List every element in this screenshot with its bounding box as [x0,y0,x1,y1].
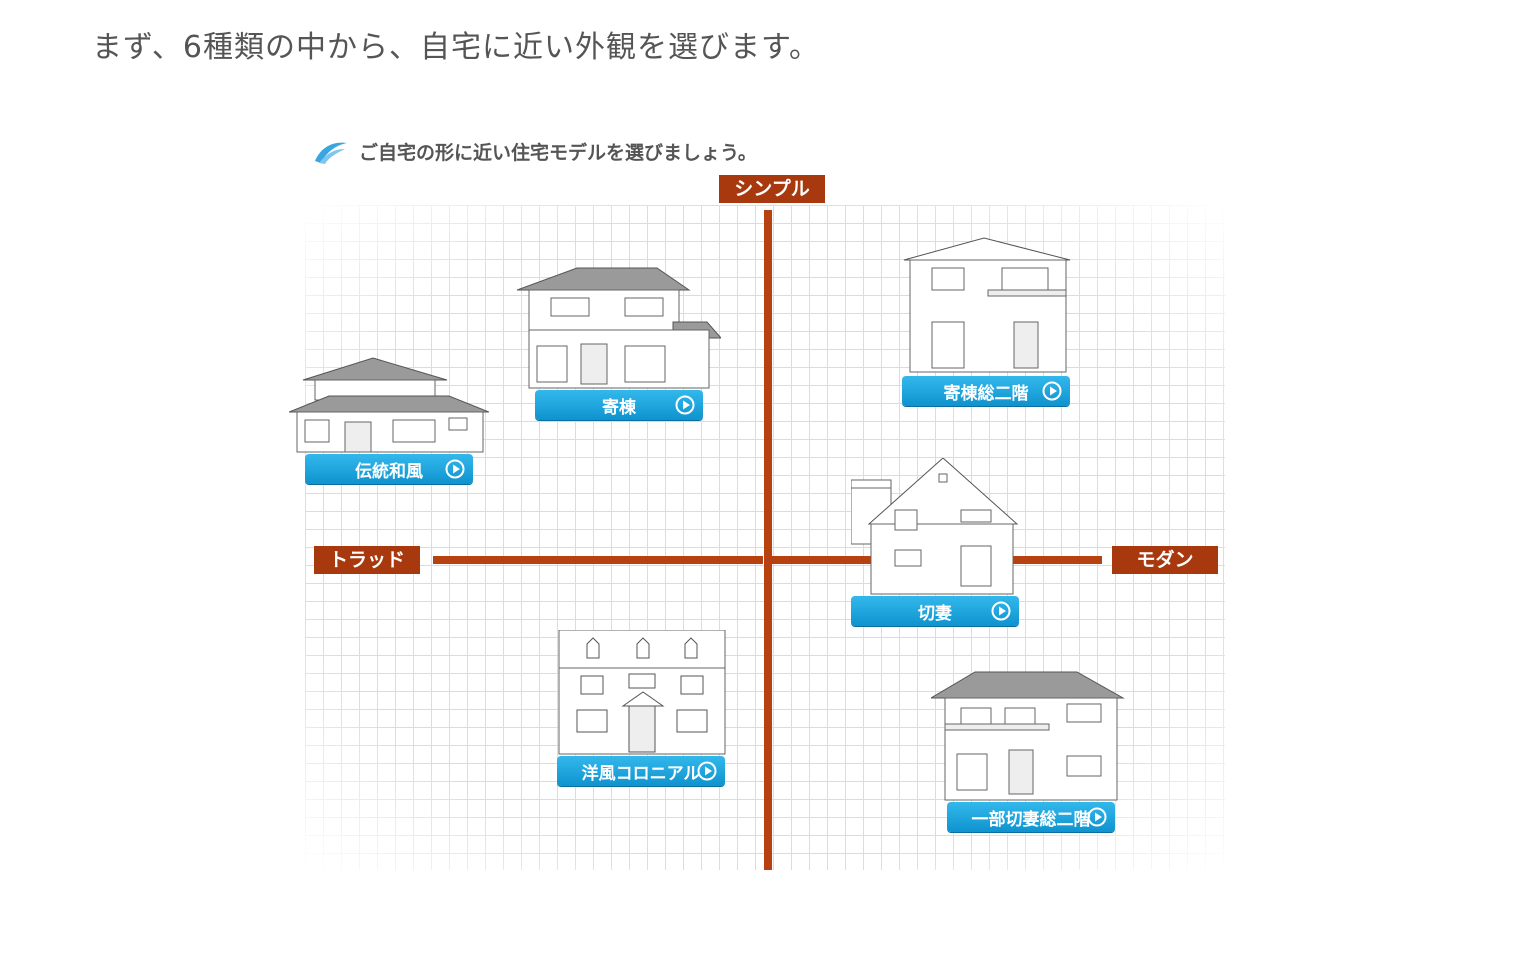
axis-label-simple: シンプル [719,175,825,203]
model-button-partial-gable-two-story[interactable]: 一部切妻総二階 [947,802,1115,832]
model-button-western-colonial[interactable]: 洋風コロニアル [557,756,725,786]
model-partial-gable-two-story[interactable]: 一部切妻総二階 [931,670,1127,832]
model-button-gable-roof[interactable]: 切妻 [851,596,1019,626]
hipped-roof-house-icon [517,267,721,389]
play-circle-icon [991,601,1011,621]
model-button-traditional-japanese[interactable]: 伝統和風 [305,454,473,484]
colonial-house-icon [558,630,726,755]
model-label: 伝統和風 [355,461,423,482]
play-circle-icon [445,459,465,479]
model-button-hipped-roof[interactable]: 寄棟 [535,390,703,420]
vertical-axis [764,210,772,870]
horizontal-axis-left [433,556,763,564]
model-western-colonial[interactable]: 洋風コロニアル [557,630,727,786]
model-gable-roof[interactable]: 切妻 [851,458,1019,626]
axis-label-trad: トラッド [314,546,420,574]
axis-label-modern: モダン [1112,546,1218,574]
japanese-house-icon [289,357,489,453]
play-circle-icon [1042,381,1062,401]
intro-text: まず、6種類の中から、自宅に近い外観を選びます。 [92,30,820,65]
model-label: 切妻 [918,603,952,624]
swoosh-logo-icon [315,142,347,164]
model-label: 寄棟 [602,397,636,418]
selector-heading: ご自宅の形に近い住宅モデルを選びましょう。 [313,138,757,165]
play-circle-icon [697,761,717,781]
model-label: 洋風コロニアル [581,763,701,784]
model-label: 一部切妻総二階 [971,809,1091,830]
model-hipped-two-story[interactable]: 寄棟総二階 [902,236,1072,406]
play-circle-icon [1087,807,1107,827]
heading-text: ご自宅の形に近い住宅モデルを選びましょう。 [359,142,757,164]
model-label: 寄棟総二階 [943,383,1029,404]
model-hipped-roof[interactable]: 寄棟 [517,266,721,420]
model-traditional-japanese[interactable]: 伝統和風 [289,352,489,484]
two-story-house-icon [903,237,1071,373]
house-model-selector: ご自宅の形に近い住宅モデルを選びましょう。 シンプル トラッド モダン 伝統和風 [285,130,1245,890]
partial-gable-house-icon [931,671,1125,801]
play-circle-icon [675,395,695,415]
gable-house-icon [851,458,1019,595]
model-button-hipped-two-story[interactable]: 寄棟総二階 [902,376,1070,406]
